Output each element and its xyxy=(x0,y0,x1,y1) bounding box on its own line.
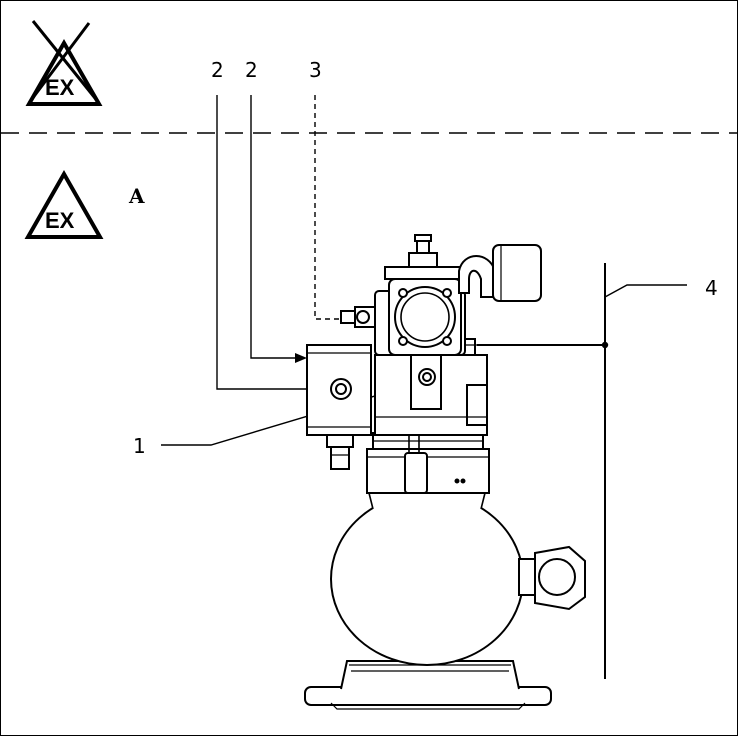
no-ex-zone-icon: EX xyxy=(25,20,103,106)
leader-3 xyxy=(314,95,347,320)
side-nozzle-stem xyxy=(518,558,536,596)
ex-zone-warning-icon: EX xyxy=(24,169,104,239)
gland-nut-bottom xyxy=(330,446,350,470)
callout-4: 4 xyxy=(705,276,718,300)
top-plate xyxy=(384,266,462,280)
body-side-plate xyxy=(466,384,488,426)
gland-nut-top xyxy=(326,434,354,448)
callout-3: 3 xyxy=(309,58,322,82)
leader-4 xyxy=(604,284,687,298)
cable-weight xyxy=(404,452,428,494)
cable-loop xyxy=(458,255,496,298)
top-block xyxy=(408,252,438,268)
leader-2-left xyxy=(216,95,317,390)
callout-1: 1 xyxy=(133,434,146,458)
plug-connector xyxy=(492,244,542,302)
zone-label: A xyxy=(128,184,145,208)
ex-icon-text: EX xyxy=(45,208,75,233)
leader-2-right xyxy=(250,95,295,359)
sphere-body xyxy=(330,492,524,666)
callout-2-left: 2 xyxy=(211,58,224,82)
callout-2-right: 2 xyxy=(245,58,258,82)
device-drawing xyxy=(304,234,586,710)
flange-plate xyxy=(304,686,552,706)
no-ex-icon-text: EX xyxy=(45,75,75,100)
